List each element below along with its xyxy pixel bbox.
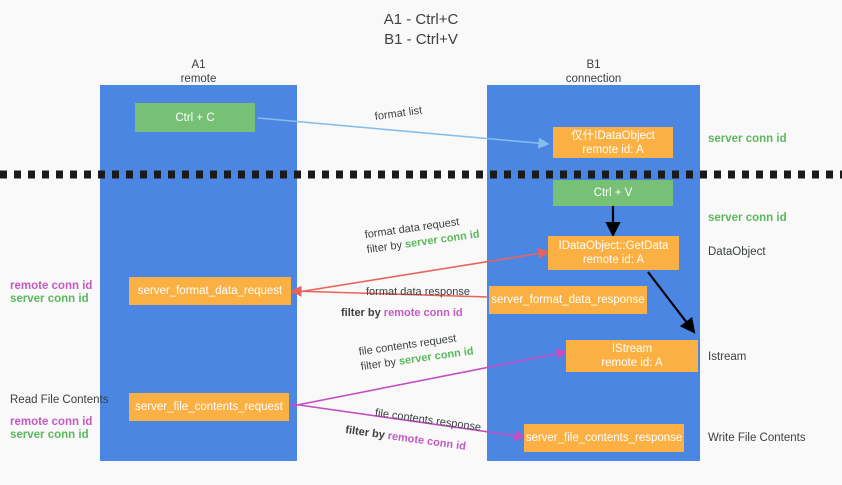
box-server-file-contents-request[interactable]: server_file_contents_request bbox=[129, 393, 289, 421]
edge-format-data-response-line1: format data response bbox=[366, 286, 470, 298]
diagram-title: A1 - Ctrl+C B1 - Ctrl+V bbox=[0, 10, 842, 50]
box-server-file-contents-response[interactable]: server_file_contents_response bbox=[524, 424, 684, 452]
label-remote-conn-id-2: remote conn id bbox=[10, 416, 93, 428]
label-read-file-contents: Read File Contents bbox=[10, 394, 109, 406]
box-server-file-contents-request-label: server_file_contents_request bbox=[135, 401, 283, 413]
lane-a1-name: A1 bbox=[191, 59, 206, 71]
box-idataobject-line2: remote id: A bbox=[582, 143, 644, 156]
edge-label-format-data-request: format data request filter by server con… bbox=[364, 212, 481, 258]
lane-b1-sub: connection bbox=[565, 73, 622, 85]
box-ctrl-v[interactable]: Ctrl + V bbox=[553, 180, 673, 206]
filter-by-text-2: filter by bbox=[341, 307, 384, 319]
edge-label-format-list: format list bbox=[374, 104, 423, 124]
filter-remote-conn-id-2: remote conn id bbox=[386, 429, 467, 453]
edge-format-data-response-line2: filter by remote conn id bbox=[341, 306, 470, 321]
lane-header-a1: A1 remote bbox=[100, 58, 297, 86]
box-server-format-data-request-label: server_format_data_request bbox=[137, 285, 283, 297]
box-idataobject-line1: 仅什IDataObject bbox=[571, 129, 655, 142]
lane-a1-sub: remote bbox=[180, 73, 217, 85]
label-remote-conn-id-1: remote conn id bbox=[10, 280, 93, 292]
box-istream[interactable]: IStream remote id: A bbox=[566, 340, 698, 372]
filter-by-text-1: filter by bbox=[366, 238, 406, 257]
filter-by-text-3: filter by bbox=[360, 355, 400, 374]
filter-by-text-4: filter by bbox=[344, 424, 389, 442]
box-idataobject-getdata[interactable]: IDataObject::GetData remote id: A bbox=[548, 236, 679, 270]
title-line-2: B1 - Ctrl+V bbox=[384, 31, 458, 48]
title-line-1: A1 - Ctrl+C bbox=[383, 11, 459, 28]
filter-remote-conn-id-1: remote conn id bbox=[383, 307, 463, 319]
box-idataobject[interactable]: 仅什IDataObject remote id: A bbox=[553, 127, 673, 158]
label-server-conn-id-1: server conn id bbox=[10, 293, 89, 305]
label-dataobject: DataObject bbox=[708, 246, 766, 258]
box-getdata-line2: remote id: A bbox=[582, 254, 645, 266]
label-write-file-contents: Write File Contents bbox=[708, 432, 806, 444]
label-server-conn-id-top: server conn id bbox=[708, 133, 787, 145]
label-server-conn-id-mid: server conn id bbox=[708, 212, 787, 224]
edge-label-file-contents-request: file contents request filter by server c… bbox=[358, 329, 475, 375]
phase-divider bbox=[0, 170, 842, 179]
label-server-conn-id-2: server conn id bbox=[10, 429, 89, 441]
edge-label-file-contents-response: file contents response filter by remote … bbox=[345, 406, 482, 457]
box-ctrl-c-label: Ctrl + C bbox=[175, 111, 215, 124]
lane-b1-name: B1 bbox=[586, 59, 601, 71]
box-server-format-data-response-label: server_format_data_response bbox=[491, 294, 645, 306]
box-istream-line1: IStream bbox=[611, 343, 653, 355]
lane-header-b1: B1 connection bbox=[487, 58, 700, 86]
box-server-file-contents-response-label: server_file_contents_response bbox=[525, 432, 683, 444]
box-istream-line2: remote id: A bbox=[601, 357, 663, 369]
box-ctrl-v-label: Ctrl + V bbox=[593, 187, 633, 199]
box-server-format-data-request[interactable]: server_format_data_request bbox=[129, 277, 291, 305]
edge-label-format-data-response: format data response filter by remote co… bbox=[341, 285, 470, 321]
label-istream: Istream bbox=[708, 351, 747, 363]
box-ctrl-c[interactable]: Ctrl + C bbox=[135, 103, 255, 132]
box-getdata-line1: IDataObject::GetData bbox=[558, 240, 669, 252]
box-server-format-data-response[interactable]: server_format_data_response bbox=[489, 286, 647, 314]
